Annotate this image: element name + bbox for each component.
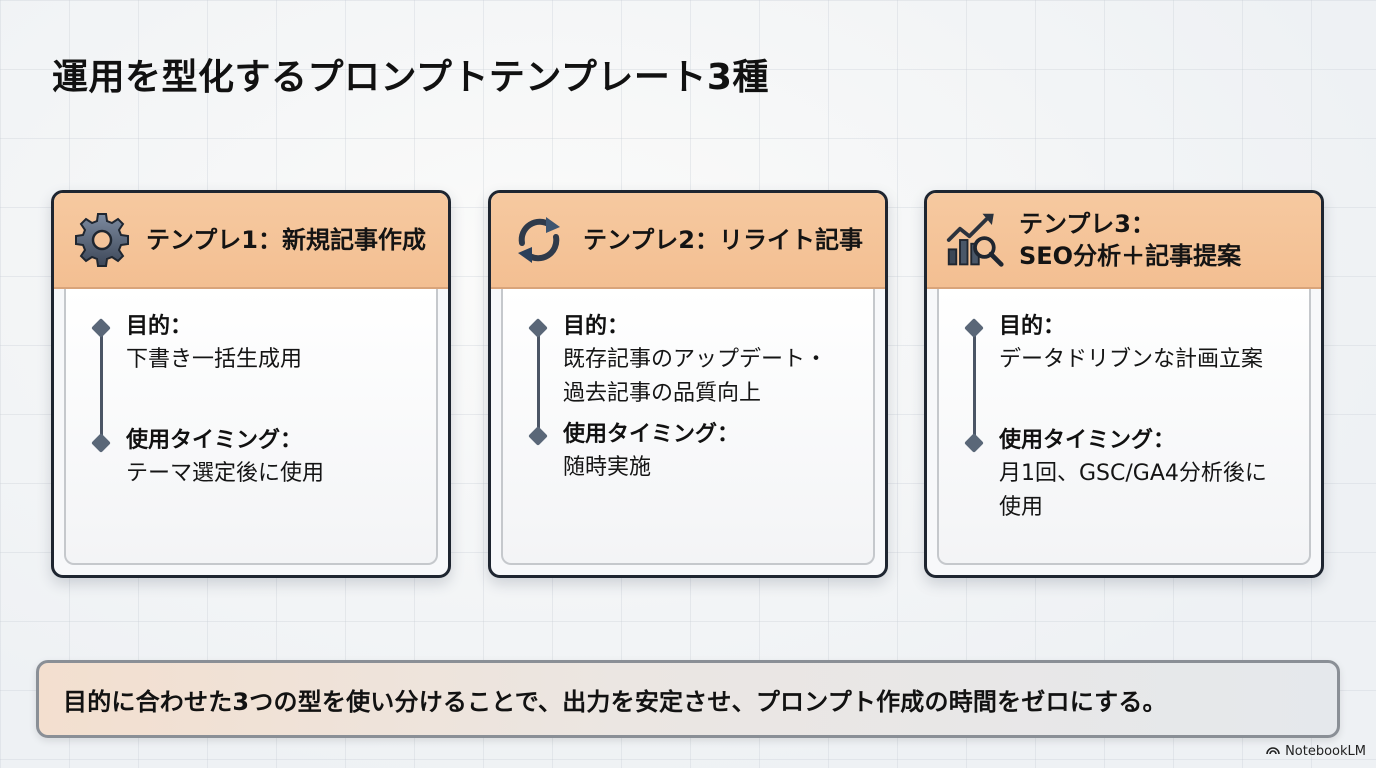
diamond-bullet-icon — [964, 433, 984, 453]
timing-label: 使用タイミング： — [126, 428, 303, 453]
purpose-label: 目的： — [999, 314, 1066, 339]
purpose-value: 既存記事のアップデート・ 過去記事の品質向上 — [563, 347, 828, 406]
card-body: 目的： 下書き一括生成用 使用タイミング： テーマ選定後に使用 — [64, 289, 438, 565]
page-title: 運用を型化するプロンプトテンプレート3種 — [52, 57, 769, 98]
timeline-line — [100, 329, 103, 445]
card-title: テンプレ3： SEO分析＋記事提案 — [1019, 210, 1242, 270]
card-body: 目的： 既存記事のアップデート・ 過去記事の品質向上 使用タイミング： 随時実施 — [501, 289, 875, 565]
card-header: テンプレ3： SEO分析＋記事提案 — [927, 193, 1321, 289]
timing-label: 使用タイミング： — [999, 428, 1176, 453]
diamond-bullet-icon — [528, 318, 548, 338]
card-title: テンプレ2：リライト記事 — [583, 226, 863, 254]
notebooklm-logo-icon — [1266, 744, 1280, 759]
purpose-value: 下書き一括生成用 — [126, 347, 303, 372]
purpose-item: 目的： データドリブンな計画立案 — [999, 311, 1299, 377]
brand-watermark: NotebookLM — [1266, 744, 1366, 759]
summary-message: 目的に合わせた3つの型を使い分けることで、出力を安定させ、プロンプト作成の時間を… — [63, 687, 1167, 716]
diamond-bullet-icon — [964, 318, 984, 338]
gear-icon — [72, 210, 132, 270]
timeline-line — [537, 329, 540, 437]
purpose-item: 目的： 下書き一括生成用 — [126, 311, 426, 377]
timing-item: 使用タイミング： テーマ選定後に使用 — [126, 425, 426, 491]
purpose-value: データドリブンな計画立案 — [999, 347, 1264, 372]
purpose-label: 目的： — [126, 314, 193, 339]
timing-label: 使用タイミング： — [563, 422, 740, 447]
template-card-2: テンプレ2：リライト記事 目的： 既存記事のアップデート・ 過去記事の品質向上 … — [488, 190, 888, 578]
brand-label: NotebookLM — [1285, 744, 1366, 759]
timing-item: 使用タイミング： 月1回、GSC/GA4分析後に 使用 — [999, 425, 1299, 525]
card-body: 目的： データドリブンな計画立案 使用タイミング： 月1回、GSC/GA4分析後… — [937, 289, 1311, 565]
summary-banner: 目的に合わせた3つの型を使い分けることで、出力を安定させ、プロンプト作成の時間を… — [36, 660, 1340, 738]
timing-value: 月1回、GSC/GA4分析後に 使用 — [999, 461, 1267, 520]
purpose-label: 目的： — [563, 314, 630, 339]
diamond-bullet-icon — [528, 426, 548, 446]
card-title: テンプレ1：新規記事作成 — [146, 226, 426, 254]
timing-item: 使用タイミング： 随時実施 — [563, 419, 863, 485]
timing-value: テーマ選定後に使用 — [126, 461, 325, 486]
card-header: テンプレ2：リライト記事 — [491, 193, 885, 289]
diamond-bullet-icon — [91, 318, 111, 338]
template-card-1: テンプレ1：新規記事作成 目的： 下書き一括生成用 使用タイミング： テーマ選定… — [51, 190, 451, 578]
refresh-icon — [509, 210, 569, 270]
purpose-item: 目的： 既存記事のアップデート・ 過去記事の品質向上 — [563, 311, 863, 411]
timeline-line — [973, 329, 976, 445]
card-header: テンプレ1：新規記事作成 — [54, 193, 448, 289]
template-card-3: テンプレ3： SEO分析＋記事提案 目的： データドリブンな計画立案 使用タイミ… — [924, 190, 1324, 578]
timing-value: 随時実施 — [563, 455, 652, 480]
analytics-search-icon — [945, 210, 1005, 270]
diamond-bullet-icon — [91, 433, 111, 453]
